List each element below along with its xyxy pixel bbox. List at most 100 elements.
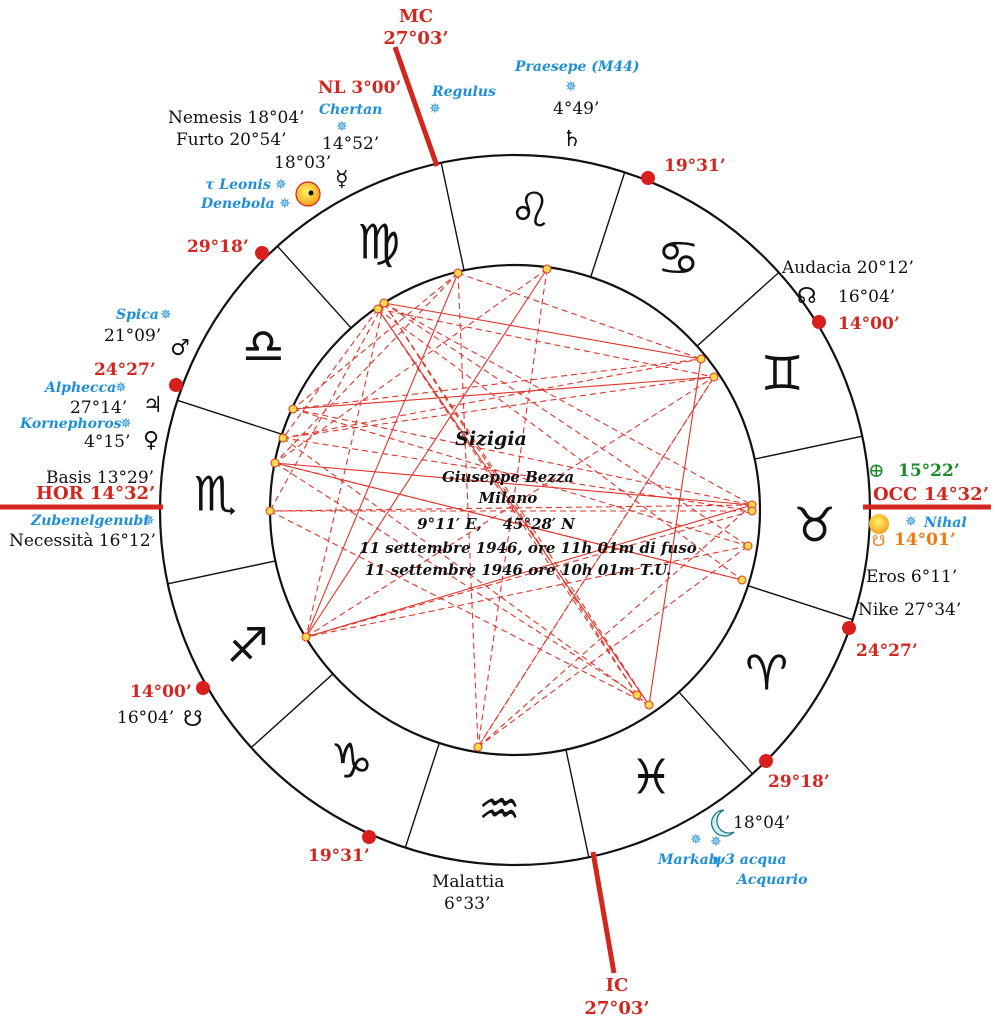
aspect-line bbox=[457, 272, 479, 748]
aspect-line bbox=[274, 272, 459, 464]
sun-icon bbox=[869, 514, 889, 534]
chertan-degree: 14°52’ bbox=[322, 134, 379, 154]
aspect-line bbox=[282, 437, 650, 706]
cusp-marker-6 bbox=[196, 681, 210, 695]
aspect-line bbox=[282, 308, 379, 439]
aspect-line bbox=[274, 462, 743, 581]
north-node-degree: 16°04’ bbox=[838, 287, 895, 307]
aspect-line bbox=[383, 302, 638, 696]
planet-point bbox=[743, 541, 753, 551]
aspect-line bbox=[377, 308, 743, 581]
jupiter-icon: ♃ bbox=[143, 393, 163, 418]
aspect-line bbox=[305, 545, 749, 638]
sign-divider bbox=[590, 172, 626, 278]
venus-icon: ♀ bbox=[143, 428, 159, 453]
aspect-line bbox=[305, 302, 385, 638]
praesepe-star-icon: ✵ bbox=[565, 79, 577, 95]
acquario-label: Acquario bbox=[735, 872, 807, 888]
aspect-line bbox=[377, 308, 638, 696]
aspect-line bbox=[269, 510, 650, 706]
psi-aquarii-label: ψ3 acqua bbox=[712, 852, 786, 868]
aspect-line bbox=[305, 268, 548, 638]
ic-axis bbox=[590, 851, 617, 974]
sign-divider bbox=[276, 245, 352, 329]
sign-divider bbox=[565, 749, 590, 858]
sign-glyph: ♍︎ bbox=[357, 215, 400, 271]
zubenelgenubi-star-icon: ✵ bbox=[143, 513, 155, 529]
jupiter-degree: 27°14’ bbox=[70, 398, 127, 418]
denebola-label: Denebola bbox=[200, 196, 275, 212]
psi-aquarii-star-icon: ✵ bbox=[710, 834, 722, 850]
hor-label: HOR 14°32’ bbox=[36, 483, 155, 504]
malattia-degree: 6°33’ bbox=[444, 894, 490, 914]
mars-icon: ♂ bbox=[170, 336, 190, 361]
sign-glyph: ♒︎ bbox=[478, 782, 521, 838]
cusp-marker-8 bbox=[255, 246, 269, 260]
alphecca-label: Alphecca bbox=[43, 380, 116, 396]
chertan-label: Chertan bbox=[319, 102, 382, 118]
aspect-line bbox=[269, 302, 385, 512]
cusp-marker-1 bbox=[641, 171, 655, 185]
planet-point bbox=[278, 433, 288, 443]
tau-leonis-label: τ Leonis bbox=[205, 177, 271, 193]
south-node-degree: 16°04’ bbox=[117, 708, 174, 728]
info-name: Giuseppe Bezza bbox=[442, 468, 574, 486]
sign-glyph: ♊︎ bbox=[761, 346, 804, 402]
cusp-marker-2 bbox=[812, 315, 826, 329]
sign-divider bbox=[250, 673, 334, 749]
north-node-icon: ☊ bbox=[797, 284, 817, 309]
south-node-icon: ☋ bbox=[183, 707, 203, 732]
aspect-line bbox=[648, 358, 702, 706]
sign-glyph: ♎︎ bbox=[242, 319, 285, 375]
markab-star-icon: ✵ bbox=[690, 832, 702, 848]
aspect-line bbox=[477, 268, 548, 748]
aspect-lines bbox=[269, 268, 753, 748]
sign-divider bbox=[747, 585, 853, 621]
planet-point bbox=[473, 742, 483, 752]
sign-glyphs: ♌︎♋︎♊︎♉︎♈︎♓︎♒︎♑︎♐︎♏︎♎︎♍︎ bbox=[194, 182, 836, 837]
spica-label: Spica bbox=[116, 307, 159, 323]
mc-axis bbox=[392, 46, 440, 167]
aspect-line bbox=[457, 272, 702, 360]
outer-ring bbox=[158, 153, 872, 867]
aspect-line bbox=[269, 504, 753, 512]
regulus-label: Regulus bbox=[431, 84, 496, 100]
cusp-label-5: 19°31’ bbox=[308, 846, 370, 866]
chart-title: Sizigia bbox=[455, 428, 527, 450]
aspect-line bbox=[477, 504, 753, 748]
mercury-degree: 18°03’ bbox=[274, 153, 331, 173]
sun-conjunction-icon bbox=[295, 181, 321, 207]
planet-point bbox=[379, 298, 389, 308]
aspect-line bbox=[305, 376, 715, 638]
sign-glyph: ♌︎ bbox=[509, 182, 552, 238]
sign-glyph: ♓︎ bbox=[630, 749, 673, 805]
cusp-marker-3 bbox=[842, 621, 856, 635]
nike-label: Nike 27°34’ bbox=[858, 600, 961, 620]
cusp-label-7: 24°27’ bbox=[94, 360, 156, 380]
mc-degree: 27°03’ bbox=[383, 28, 448, 49]
aspect-line bbox=[377, 308, 650, 706]
sign-divider bbox=[177, 399, 283, 435]
aspect-line bbox=[383, 302, 702, 360]
aspect-line bbox=[377, 308, 715, 378]
cusp-marker-7 bbox=[169, 378, 183, 392]
planet-point bbox=[644, 700, 654, 710]
aspect-line bbox=[292, 408, 749, 547]
info-date-ut: 11 settembre 1946 ore 10h 01m T.U. bbox=[365, 561, 672, 579]
aspect-line bbox=[282, 437, 753, 512]
regulus-star-icon: ✵ bbox=[429, 101, 441, 117]
moon-degree: 18°04’ bbox=[733, 813, 790, 833]
planet-point bbox=[373, 304, 383, 314]
aspect-line bbox=[292, 272, 459, 410]
aspect-line bbox=[274, 268, 548, 464]
aspect-line bbox=[292, 376, 715, 410]
info-coords: 9°11′ E, 45°28′ N bbox=[417, 515, 576, 533]
sign-divider bbox=[167, 560, 276, 585]
sign-divider bbox=[440, 162, 465, 271]
sign-dividers bbox=[167, 162, 863, 858]
necessita-label: Necessità 16°12’ bbox=[9, 531, 156, 551]
cusp-label-4: 29°18’ bbox=[768, 772, 830, 792]
eros-label: Eros 6°11’ bbox=[866, 567, 957, 587]
aspect-line bbox=[292, 358, 702, 410]
